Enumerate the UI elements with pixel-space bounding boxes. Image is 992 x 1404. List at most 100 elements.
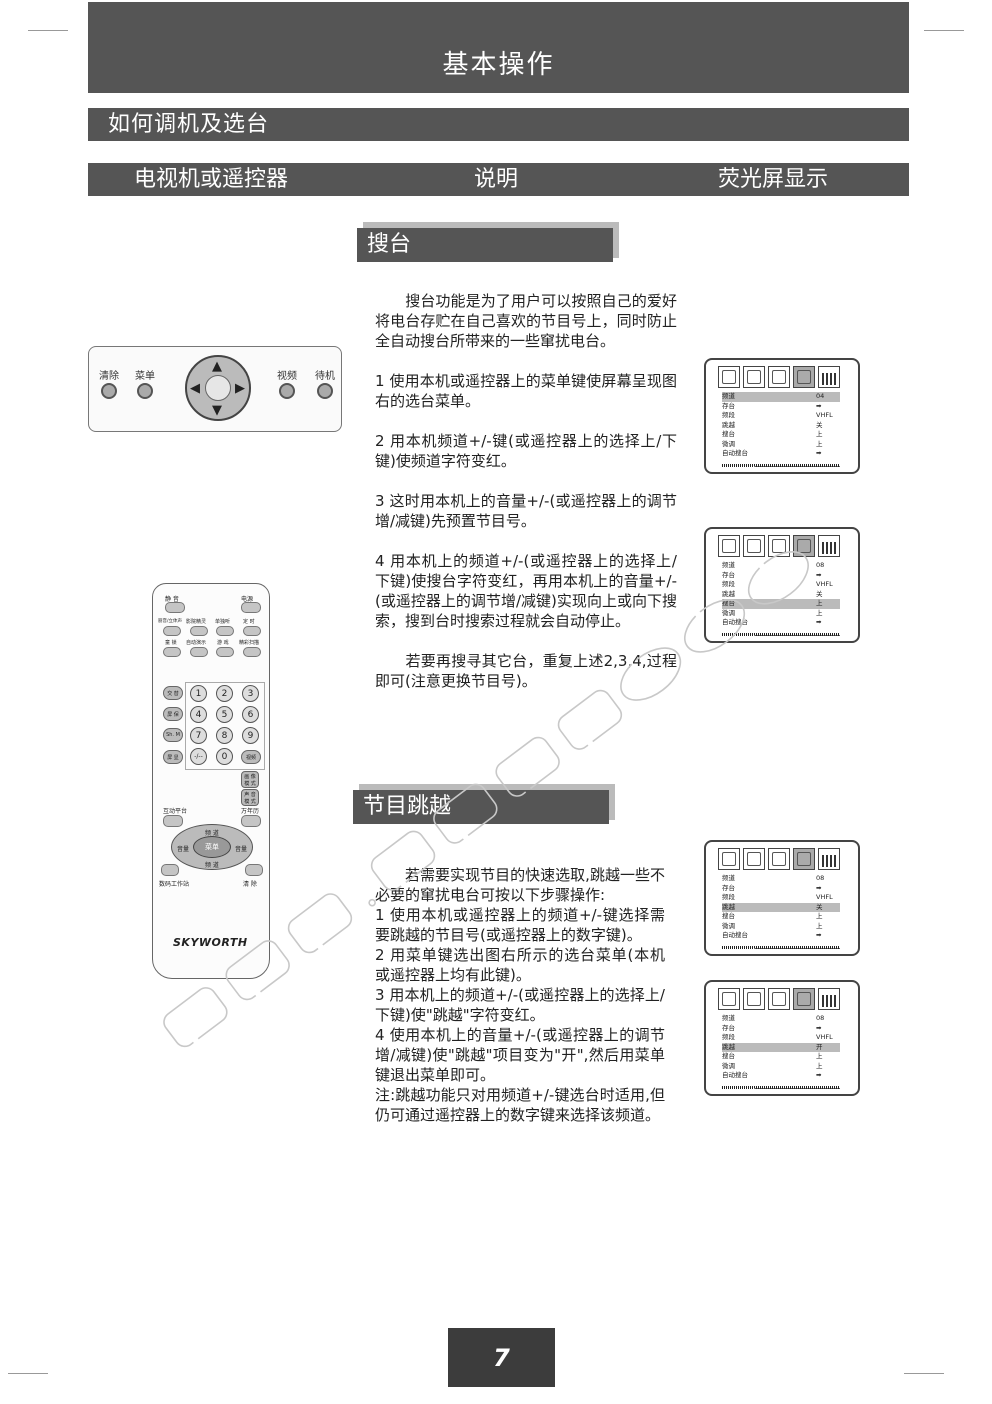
equalizer-icon — [818, 366, 840, 388]
subheading-search: 搜台 — [357, 222, 619, 262]
front-clear-button[interactable] — [101, 383, 117, 399]
remote-interactive-button[interactable] — [163, 815, 183, 827]
remote-key-6[interactable]: 6 — [242, 706, 259, 723]
remote-menu-button[interactable]: 菜单 — [193, 836, 231, 858]
osd-menu-row: 存台➡ — [722, 402, 840, 412]
remote-demo-button[interactable] — [190, 647, 208, 657]
remote-power-button[interactable] — [241, 602, 261, 613]
osd-menu-row: 跳越关 — [722, 902, 840, 912]
osd-menu-row: 搜台上 — [722, 599, 840, 609]
osd-menu-label: 存台 — [722, 570, 735, 579]
osd-menu-row: 自动搜台➡ — [722, 449, 840, 459]
remote-key-8[interactable]: 8 — [216, 727, 233, 744]
picture-icon — [768, 848, 790, 870]
osd-menu-label: 频段 — [722, 893, 735, 901]
remote-cinema-button[interactable] — [190, 626, 208, 636]
remote-channel-up-label: 频 道 — [205, 830, 219, 837]
osd-menu-label: 搜台 — [722, 912, 735, 920]
remote-key-9[interactable]: 9 — [242, 727, 259, 744]
tv-front-panel: 清除 菜单 视频 待机 ▲ ▼ ◀ ▶ — [88, 346, 342, 432]
equalizer-icon — [818, 988, 840, 1010]
remote-screensaver-button[interactable]: 屏 保 — [163, 707, 183, 721]
skip-step-4: 4 使用本机上的音量+/-(或遥控器上的调节增/减键)使"跳越"项目变为"开",… — [375, 1026, 665, 1084]
remote-clear-button[interactable] — [245, 864, 263, 876]
front-direction-pad[interactable]: ▲ ▼ ◀ ▶ — [185, 355, 251, 421]
remote-display-button[interactable]: 屏 显 — [163, 750, 183, 764]
remote-swap-button[interactable]: 交 替 — [163, 686, 183, 700]
remote-shm-button[interactable]: Sh. M — [163, 728, 183, 742]
osd-menu-label: 自动搜台 — [722, 1071, 748, 1079]
remote-solo-button[interactable] — [216, 626, 234, 636]
skip-step-2: 2 用菜单键选出图右所示的选台菜单(本机或遥控器上均有此键)。 — [375, 946, 665, 984]
remote-key-4[interactable]: 4 — [190, 706, 207, 723]
remote-r2-label-4: 定 时 — [243, 619, 255, 625]
remote-calendar-button[interactable] — [241, 815, 261, 827]
front-menu-button[interactable] — [137, 383, 153, 399]
antenna-icon — [793, 366, 815, 388]
section-title: 如何调机及选台 — [88, 108, 909, 141]
osd-menu-value: VHFL — [816, 893, 833, 901]
osd-menu-value: 上 — [816, 430, 823, 438]
clock-icon — [743, 366, 765, 388]
remote-key-3[interactable]: 3 — [242, 685, 259, 702]
osd-menu-row: 自动搜台 ➡ — [722, 1071, 840, 1081]
osd-level-meter — [722, 633, 840, 636]
remote-key-2[interactable]: 2 — [216, 685, 233, 702]
search-instructions: 搜台功能是为了用户可以按照自己的爱好将电台存贮在自己喜欢的节目号上，同时防止全自… — [375, 291, 677, 691]
osd-menu-label: 自动搜台 — [722, 618, 748, 626]
osd-menu-value: ➡ — [816, 449, 822, 457]
osd-menu-row: 存台➡ — [722, 571, 840, 581]
equalizer-icon — [818, 848, 840, 870]
remote-game-button[interactable] — [216, 647, 234, 657]
remote-scan-button[interactable] — [243, 647, 261, 657]
front-video-button[interactable] — [279, 383, 295, 399]
remote-r3-label-1: 童 锁 — [165, 640, 177, 646]
front-standby-button[interactable] — [317, 383, 333, 399]
osd-menu-value: 上 — [816, 608, 823, 617]
remote-key-0[interactable]: 0 — [216, 748, 233, 765]
skip-note: 注:跳越功能只对用频道+/-键选台时适用,但仍可通过遥控器上的数字键来选择该频道… — [375, 1086, 665, 1124]
osd-menu-label: 自动搜台 — [722, 931, 748, 939]
clock-icon — [743, 848, 765, 870]
remote-video-button[interactable]: 视频 — [241, 750, 261, 764]
remote-childlock-button[interactable] — [163, 647, 181, 657]
osd-level-meter — [722, 946, 840, 949]
remote-r2-label-1: 丽音/立体声 — [158, 619, 183, 624]
remote-key-digit-mode[interactable]: -/-- — [190, 748, 207, 765]
skip-intro: 若需要实现节目的快速选取,跳越一些不必要的窜扰电台可按以下步骤操作: — [375, 866, 665, 904]
remote-mute-button[interactable] — [165, 602, 185, 613]
osd-menu-value: 关 — [816, 902, 823, 911]
arrow-left-icon: ◀ — [190, 381, 200, 396]
remote-timer-button[interactable] — [243, 626, 261, 636]
tv-icon — [718, 848, 740, 870]
osd-menu-value: 开 — [816, 1042, 823, 1051]
arrow-up-icon: ▲ — [212, 359, 222, 374]
osd-menu-value: ➡ — [816, 1071, 822, 1079]
remote-r2-label-3: 单独听 — [215, 619, 231, 625]
osd-menu-row: 自动搜台➡ — [722, 618, 840, 628]
remote-stereo-button[interactable] — [163, 626, 181, 636]
osd-menu-value: 04 — [816, 392, 825, 400]
search-step-4: 4 用本机上的频道+/-(或遥控器上的选择上/下键)使搜台字符变红，再用本机上的… — [375, 552, 677, 630]
search-intro: 搜台功能是为了用户可以按照自己的爱好将电台存贮在自己喜欢的节目号上，同时防止全自… — [375, 292, 677, 350]
osd-menu-value: 上 — [816, 439, 823, 448]
remote-key-7[interactable]: 7 — [190, 727, 207, 744]
remote-key-1[interactable]: 1 — [190, 685, 207, 702]
arrow-down-icon: ▼ — [212, 403, 222, 418]
remote-digital-button[interactable] — [161, 864, 179, 876]
remote-sound-mode-button[interactable]: 声 音 模 式 — [241, 789, 259, 806]
subheading-skip-label: 节目跳越 — [353, 790, 609, 824]
remote-picture-mode-button[interactable]: 画 像 模 式 — [241, 771, 259, 788]
osd-menu-row: 跳越关 — [722, 421, 840, 431]
osd-menu-row: 频段 VHFL — [722, 893, 840, 903]
brand-logo: SKYWORTH — [173, 936, 248, 949]
crop-mark — [28, 30, 68, 31]
osd-menu-value: 上 — [816, 1061, 823, 1070]
remote-key-5[interactable]: 5 — [216, 706, 233, 723]
osd-menu-value: ➡ — [816, 931, 822, 939]
osd-menu-value: 08 — [816, 561, 825, 569]
